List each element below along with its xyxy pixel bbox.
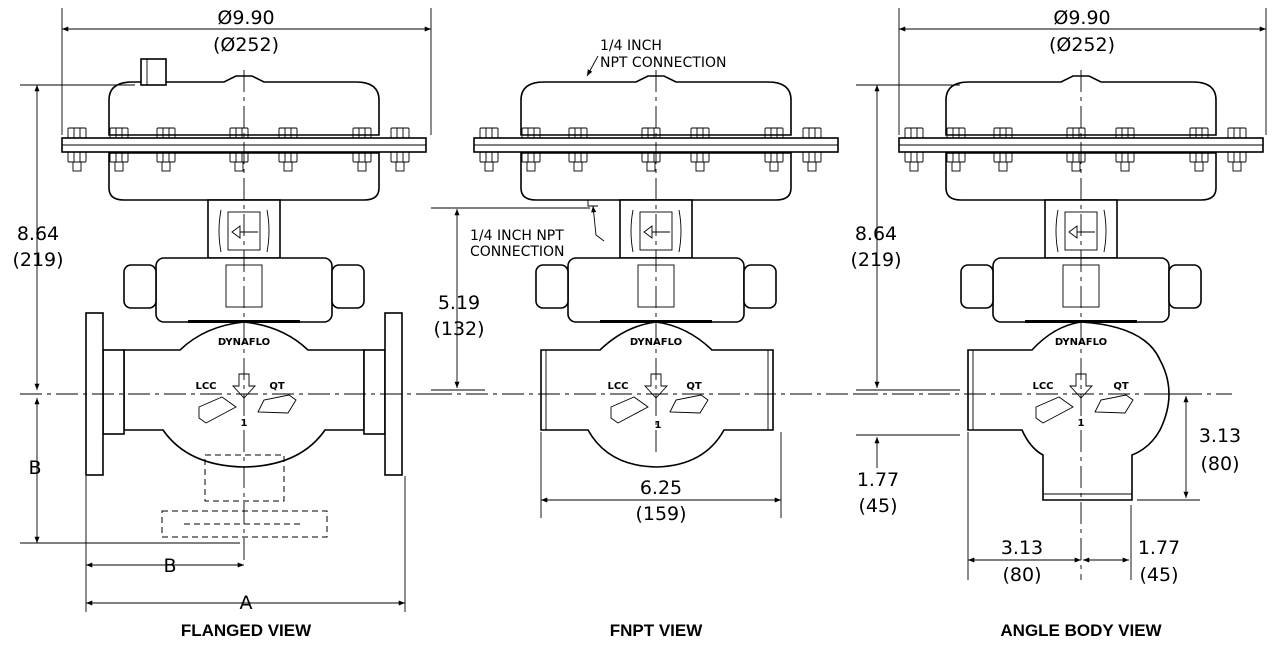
angle-right-vertical-in: 3.13 [1199, 425, 1241, 447]
angle-logo: DYNAFLO [1055, 337, 1107, 348]
fnpt-top-note-line2: NPT CONNECTION [600, 55, 726, 71]
flanged-diameter-mm: (Ø252) [213, 34, 279, 56]
angle-mark-qt: QT [1113, 381, 1129, 392]
fnpt-side-note-line2: CONNECTION [470, 244, 565, 260]
angle-height-in: 8.64 [855, 223, 897, 245]
fnpt-mark-num: 1 [655, 420, 662, 431]
angle-bottom-right-in: 1.77 [1138, 537, 1180, 559]
flanged-height-mm: (219) [12, 249, 63, 271]
angle-bottom-left-in: 3.13 [1001, 537, 1043, 559]
flanged-height-in: 8.64 [17, 223, 59, 245]
flanged-dim-b-horizontal: B [163, 555, 176, 577]
angle-left-vertical-mm: (45) [858, 495, 897, 517]
flanged-logo: DYNAFLO [218, 337, 270, 348]
fnpt-height-mm: (132) [433, 318, 484, 340]
fnpt-mark-lcc: LCC [607, 381, 628, 392]
angle-diameter-mm: (Ø252) [1049, 34, 1115, 56]
fnpt-view-title: FNPT VIEW [610, 621, 704, 640]
fnpt-length-mm: (159) [635, 503, 686, 525]
flanged-view-title: FLANGED VIEW [181, 621, 312, 640]
fnpt-length-in: 6.25 [640, 477, 682, 499]
flanged-mark-num: 1 [241, 418, 248, 429]
flanged-mark-qt: QT [269, 381, 285, 392]
flanged-diameter-in: Ø9.90 [217, 7, 274, 29]
angle-view-title: ANGLE BODY VIEW [1000, 621, 1162, 640]
fnpt-side-note-line1: 1/4 INCH NPT [470, 228, 564, 244]
fnpt-mark-qt: QT [686, 381, 702, 392]
angle-right-vertical-mm: (80) [1200, 453, 1239, 475]
angle-body-view: Ø9.90 (Ø252) 8.64 (219) 3.13 (80) 1.77 (… [850, 7, 1267, 640]
angle-mark-num: 1 [1078, 418, 1085, 429]
flanged-dim-a: A [240, 592, 253, 614]
angle-bottom-right-mm: (45) [1139, 564, 1178, 586]
angle-height-mm: (219) [850, 249, 901, 271]
angle-left-vertical-in: 1.77 [857, 469, 899, 491]
flanged-mark-lcc: LCC [195, 381, 216, 392]
flanged-view: Ø9.90 (Ø252) 8.64 (219) B B A DYNAFLO LC… [12, 7, 432, 640]
angle-mark-lcc: LCC [1032, 381, 1053, 392]
flanged-dim-b-vertical: B [28, 457, 41, 479]
angle-diameter-in: Ø9.90 [1053, 7, 1110, 29]
angle-bottom-left-mm: (80) [1002, 564, 1041, 586]
fnpt-logo: DYNAFLO [630, 337, 682, 348]
fnpt-height-in: 5.19 [438, 292, 480, 314]
fnpt-top-note-line1: 1/4 INCH [600, 38, 662, 54]
fnpt-view: 1/4 INCH NPT CONNECTION 1/4 INCH NPT CON… [430, 38, 856, 640]
